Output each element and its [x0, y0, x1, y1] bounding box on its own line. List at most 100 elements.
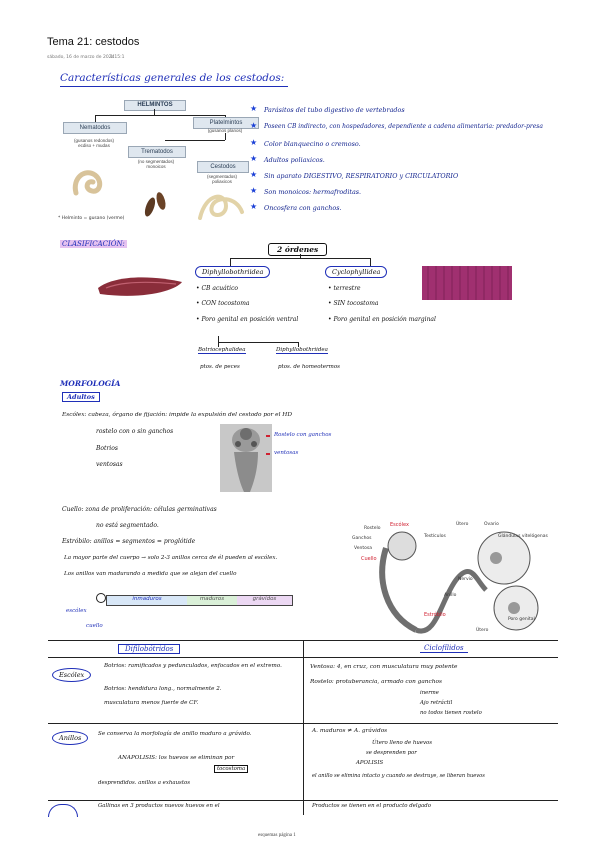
table-col2-header: Ciclofílidos [420, 644, 468, 653]
anatomy-label: Ovario [484, 522, 499, 527]
connector [230, 258, 370, 259]
star-icon: ★ [250, 104, 258, 113]
connector [95, 115, 225, 116]
right-item: • terrestre [328, 285, 361, 292]
page-meta: sábado, 16 de marzo de 2024 [47, 55, 115, 60]
photo-label: Rostelo con ganchos [274, 432, 332, 438]
escolex-right-text: no todos tienen rostelo [420, 710, 482, 716]
scolex-photo [220, 424, 272, 492]
left-item-text: CB acuático [201, 285, 239, 292]
trematode-illustration [144, 192, 166, 217]
diphyllobothrium-photo [96, 270, 184, 302]
cestodos-box: Cestodos [197, 161, 249, 173]
anatomy-label: Estróbilo [424, 612, 446, 618]
suborder-1-note: ptos. de peces [200, 364, 240, 370]
connector [370, 258, 371, 266]
row3-label-partial [48, 804, 78, 817]
star-icon: ★ [250, 121, 258, 130]
anatomy-label: Ventosa [354, 546, 372, 551]
row3-right-text: Productos se tienen en el producto delga… [312, 803, 431, 809]
cuello-sub: no está segmentado. [96, 522, 159, 529]
bar-maduros: maduros [187, 596, 237, 605]
anatomy-label: Ganchos [352, 536, 372, 541]
connector [225, 115, 226, 117]
row3-left-text: Gallinas en 3 productos nuevos huevos en… [98, 803, 220, 809]
table-col-divider [303, 640, 304, 815]
anatomy-label: Glándulas vitelógenas [498, 534, 548, 539]
trematodos-caption: (no segmentados) monoicos [137, 159, 175, 169]
anillos-right-text: A. maduros ≠ A. grávidos [312, 728, 388, 734]
nematodos-caption: (gusanos redondos) ecdiso + mudas [73, 138, 115, 148]
anillos-right-text: se desprenden por [366, 750, 417, 756]
helmintos-box: HELMINTOS [124, 100, 186, 111]
bar-label-cuello: cuello [86, 623, 103, 629]
anillos-left-text: Se conserva la morfología de anillo madu… [98, 731, 252, 737]
cestodos-caption: (segmentados) poliaxicos [206, 174, 237, 184]
proglottid-bar: inmaduros maduros grávidos [106, 595, 293, 606]
bar-inmaduros: inmaduros [107, 596, 187, 605]
left-item-text: Poro genital en posición ventral [201, 316, 299, 323]
anillos-left-text: tocostoma [214, 765, 249, 773]
escolex-right-text: inerme [420, 690, 439, 696]
suborder-2-note: ptos. de homeotermos [278, 364, 340, 370]
anillos-row-label: Anillos [52, 731, 89, 745]
right-item-text: terrestre [333, 285, 361, 292]
star-icon: ★ [250, 186, 258, 195]
connector [298, 342, 299, 347]
escolex-row-label: Escólex [52, 668, 92, 682]
section1-heading: Características generales de los cestodo… [60, 72, 285, 84]
escolex-line: Escólex: cabeza, órgano de fijación: imp… [62, 412, 292, 418]
left-item: • CON tocostoma [196, 300, 250, 307]
order-left-name: Diphyllobothriidea [195, 266, 271, 278]
bar-label-escolex: escólex [66, 608, 87, 614]
right-item-text: Poro genital en posición marginal [333, 316, 436, 323]
escolex-right-text: Ajo retráctil [420, 700, 453, 706]
section2-heading: CLASIFICACIÓN: [60, 240, 127, 248]
connector [225, 133, 226, 140]
star-icon: ★ [250, 202, 258, 211]
left-item: • CB acuático [196, 285, 239, 292]
bar-gravidos: grávidos [237, 596, 292, 605]
estrobilo-line: Estróbilo: anillos = segmentos = proglót… [62, 538, 196, 545]
anatomy-label: Nervio [458, 577, 473, 582]
anatomy-label: Útero [476, 628, 489, 633]
page-time: 1:15:1 [110, 55, 125, 60]
anatomy-label: Escólex [390, 522, 409, 528]
connector [218, 336, 219, 342]
tapeworm-anatomy-diagram [379, 531, 539, 634]
bullet-item: Adultos poliaxicos. [264, 156, 325, 164]
adultos-box: Adultos [62, 392, 100, 402]
bullet-item: Color blanquecino o cremoso. [264, 140, 361, 148]
bullet-item: Parásitos del tubo digestivo de vertebra… [264, 106, 405, 114]
estrobilo-line-2: Los anillos van madurando a medida que s… [64, 571, 237, 577]
star-icon: ★ [250, 154, 258, 163]
anillos-right-text: Útero lleno de huevos [372, 740, 433, 746]
nematodos-box: Nematodos [63, 122, 127, 134]
right-item-text: SIN tocostoma [333, 300, 379, 307]
platelmintos-box: Platelmintos [193, 117, 259, 129]
bullet-item: Oncosfera con ganchos. [264, 204, 342, 212]
nematode-illustration [72, 170, 103, 196]
connector [154, 109, 155, 115]
connector [218, 342, 298, 343]
anatomy-label: Útero [456, 522, 469, 527]
bullet-item: Sin aparato DIGESTIVO, RESPIRATORIO y CI… [264, 172, 459, 180]
bar-head [96, 593, 106, 603]
star-icon: ★ [250, 170, 258, 179]
trematodos-box: Trematodos [128, 146, 186, 158]
escolex-left-text: Botrios: ramificados y pedunculados, enf… [104, 663, 282, 669]
anillos-left-text: ANAPOLISIS: los huevos se eliminan por [118, 755, 235, 761]
cuello-line: Cuello: zona de proliferación: células g… [62, 506, 217, 513]
escolex-item: rostelo con o sin ganchos [96, 428, 174, 435]
escolex-right-text: Ventosa: 4, en cruz, con musculatura muy… [310, 664, 458, 670]
platelmintos-caption: (gusanos planos) [207, 128, 243, 133]
page-title: Tema 21: cestodos [47, 36, 140, 48]
anatomy-label: Anillo [444, 593, 457, 598]
section3-heading: MORFOLOGÍA [60, 379, 121, 388]
escolex-left-text: Botrios: hendidura long., normalmente 2. [104, 686, 222, 692]
anatomy-label: Rostelo [364, 526, 381, 531]
cestode-illustration [198, 194, 244, 220]
table-col1-header: Difilobótridos [118, 644, 181, 654]
bullet-item: Poseen CB indirecto, con hospedadores, d… [264, 123, 543, 130]
bullet-item: Son monoicos: hermafroditas. [264, 188, 362, 196]
